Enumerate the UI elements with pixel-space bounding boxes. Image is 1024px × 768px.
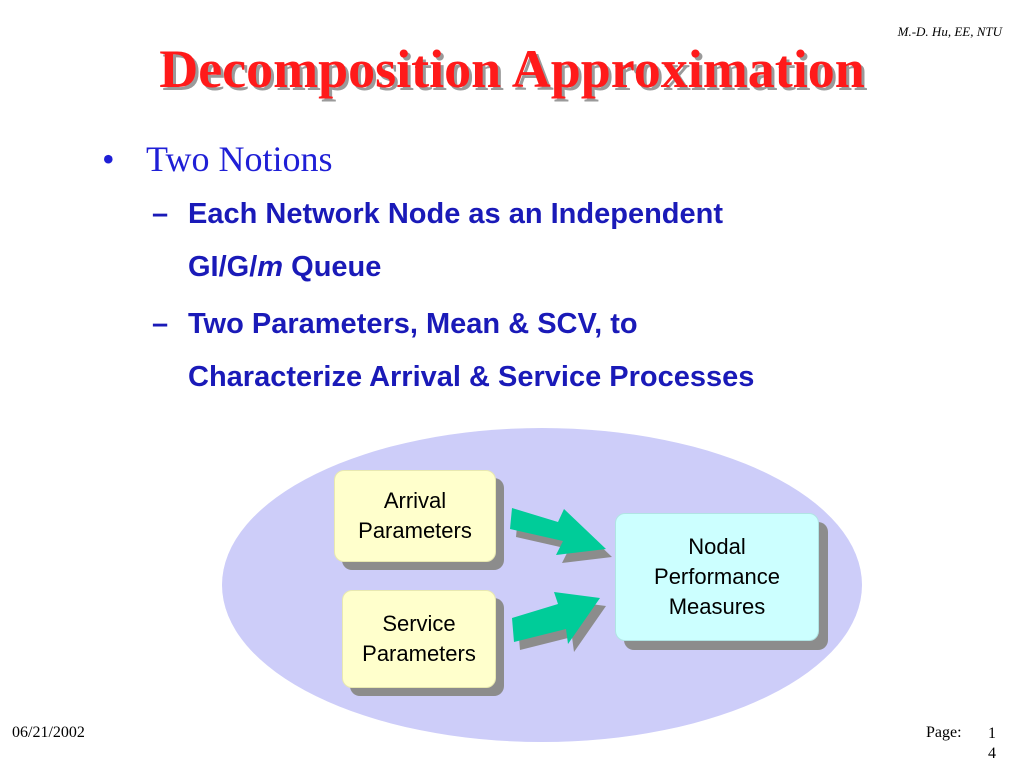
- bullet-text: Two Notions: [146, 139, 333, 179]
- title-wrap: Decomposition Approximation: [0, 38, 1024, 100]
- subitem-dash: –: [152, 198, 169, 230]
- bullet-marker: •: [102, 139, 115, 179]
- subitem-line1: Two Parameters, Mean & SCV, to: [188, 308, 638, 340]
- subitem-line2: GI/G/m Queue: [152, 241, 723, 294]
- arrow-bottom: [512, 592, 600, 644]
- subitem-line2: Characterize Arrival & Service Processes: [188, 361, 755, 393]
- page-digit-2: 4: [988, 745, 996, 762]
- subitem-dash: –: [152, 308, 169, 340]
- arrival-line1: Arrival: [383, 488, 447, 513]
- service-parameters-box: Service Parameters: [342, 590, 496, 688]
- subitem-line2-post: Queue: [283, 251, 382, 283]
- arrow-top: [510, 508, 606, 555]
- footer-page-number: 1 4: [985, 724, 999, 764]
- arrival-parameters-box: Arrival Parameters: [334, 470, 496, 562]
- nodal-line2: Performance: [654, 564, 780, 589]
- subitem-two-parameters: –Two Parameters, Mean & SCV, to Characte…: [152, 298, 754, 404]
- arrival-line2: Parameters: [358, 518, 472, 543]
- author-credit: M.-D. Hu, EE, NTU: [897, 24, 1002, 39]
- service-line2: Parameters: [362, 641, 476, 666]
- subitem-line1: Each Network Node as an Independent: [188, 198, 723, 230]
- footer-page-label: Page:: [926, 724, 962, 741]
- nodal-line1: Nodal: [688, 534, 746, 559]
- page-digit-1: 1: [988, 725, 996, 742]
- subitem-line2-pre: GI/G/: [188, 251, 258, 283]
- service-line1: Service: [382, 611, 456, 636]
- subitem-network-node: –Each Network Node as an Independent GI/…: [152, 188, 723, 294]
- nodal-performance-box: Nodal Performance Measures: [615, 513, 819, 641]
- slide-title: Decomposition Approximation: [159, 39, 865, 99]
- footer-date: 06/21/2002: [12, 724, 85, 741]
- subitem-line2-italic: m: [257, 251, 284, 283]
- bullet-two-notions: • Two Notions: [102, 138, 333, 180]
- nodal-line3: Measures: [668, 594, 766, 619]
